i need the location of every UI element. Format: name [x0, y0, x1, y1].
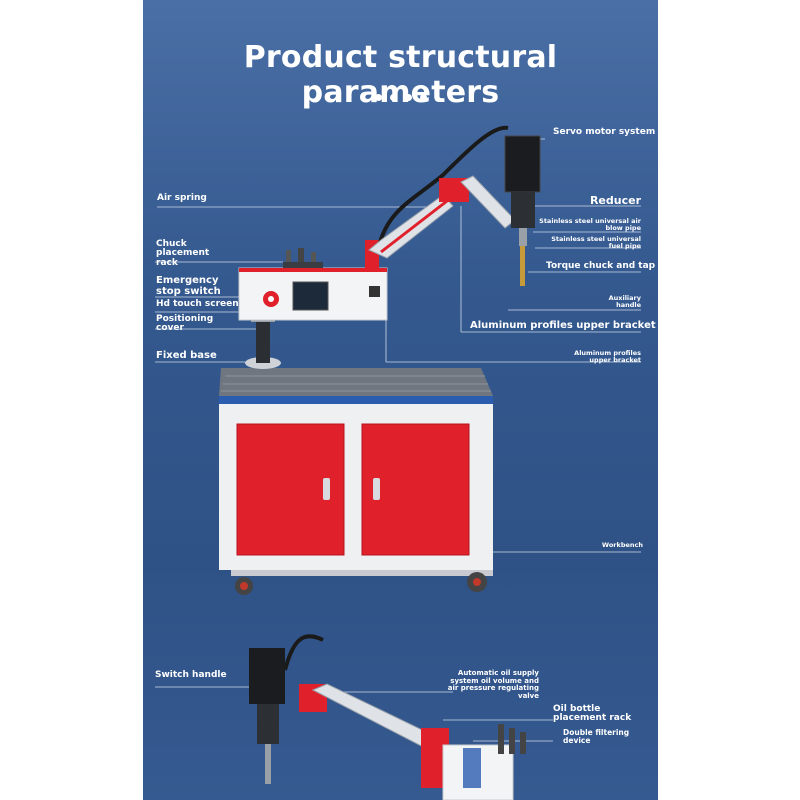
title-dots	[375, 94, 427, 101]
label-workbench: Workbench	[601, 541, 643, 549]
leader-lines	[155, 138, 641, 742]
machine-illustration	[155, 125, 641, 800]
label-oil-supply-system: Automatic oil supply system oil volume a…	[447, 669, 539, 701]
label-servo-motor-system: Servo motor system	[553, 127, 656, 137]
label-switch-handle: Switch handle	[155, 670, 227, 680]
label-aluminum-profiles-upper-bracket: Aluminum profiles upper bracket	[470, 320, 656, 331]
page-title: Product structural parameters	[243, 40, 558, 110]
label-oil-bottle-placement-rack: Oil bottle placement rack	[553, 704, 632, 724]
label-hd-touch-screen: Hd touch screen	[156, 299, 239, 309]
label-positioning-cover: Positioning cover	[156, 314, 214, 334]
poster-panel: Product structural parameters	[143, 0, 658, 800]
label-torque-chuck-and-tap: Torque chuck and tap	[546, 261, 656, 271]
label-auxiliary-handle: Auxiliary handle	[608, 294, 641, 310]
label-chuck-placement-rack: Chuck placement rack	[156, 239, 210, 268]
label-reducer: Reducer	[589, 194, 641, 207]
label-air-blow-pipe: Stainless steel universal air blow pipe	[539, 217, 641, 233]
label-emergency-stop-switch: Emergency stop switch	[156, 275, 221, 297]
label-fuel-pipe: Stainless steel universal fuel pipe	[551, 235, 641, 251]
label-aluminum-profiles-upper-bracket-small: Aluminum profiles upper bracket	[574, 349, 641, 365]
label-double-filtering-device: Double filtering device	[563, 728, 630, 746]
label-air-spring: Air spring	[157, 193, 207, 203]
label-fixed-base: Fixed base	[156, 350, 217, 361]
